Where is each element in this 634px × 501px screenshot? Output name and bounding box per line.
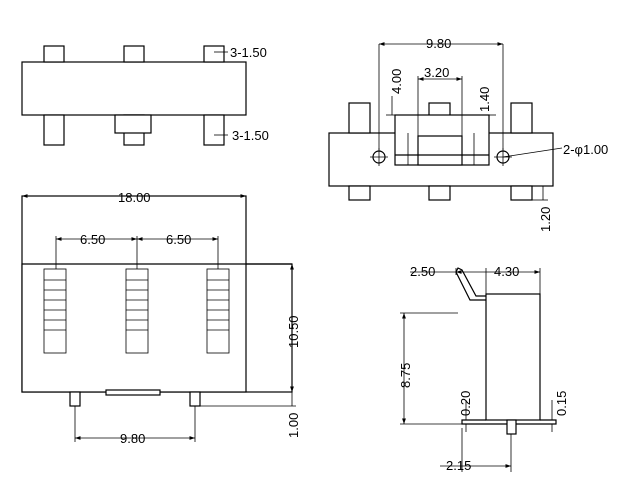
plan-foot-label: 1.00 bbox=[286, 413, 301, 438]
plan-pinspan-label: 9.80 bbox=[120, 431, 145, 446]
front-width-label: 9.80 bbox=[426, 36, 451, 51]
side-height-label: 8.75 bbox=[398, 363, 413, 388]
side-width-label: 4.30 bbox=[494, 264, 519, 279]
plan-width-label: 18.00 bbox=[118, 190, 151, 205]
front-view: 9.80 3.20 4.00 1.40 2-φ1.00 1.20 bbox=[328, 36, 608, 232]
front-step-label: 1.40 bbox=[477, 87, 492, 112]
bottom-pin-1 bbox=[43, 114, 65, 146]
front-slot-label: 3.20 bbox=[424, 65, 449, 80]
bottom-pin-3 bbox=[203, 114, 225, 146]
front-height-label: 4.00 bbox=[389, 69, 404, 94]
side-view: 2.50 4.30 8.75 0.20 0.15 2.15 bbox=[398, 264, 569, 473]
contact-1 bbox=[43, 268, 67, 354]
side-left-thick-label: 0.20 bbox=[458, 391, 473, 416]
top-pin-2 bbox=[123, 45, 145, 63]
plan-pitch-right-label: 6.50 bbox=[166, 232, 191, 247]
front-pinlen-label: 1.20 bbox=[538, 207, 553, 232]
bottom-pin-label: 3-1.50 bbox=[232, 128, 269, 143]
top-view: 3-1.50 3-1.50 bbox=[21, 45, 269, 146]
side-offset-label: 2.50 bbox=[410, 264, 435, 279]
contact-2 bbox=[125, 268, 149, 354]
front-holes-label: 2-φ1.00 bbox=[563, 142, 608, 157]
top-view-body bbox=[21, 61, 247, 116]
plan-pitch-left-label: 6.50 bbox=[80, 232, 105, 247]
lever-tab bbox=[114, 114, 152, 134]
top-pin-1 bbox=[43, 45, 65, 63]
plan-height-label: 10.50 bbox=[286, 315, 301, 348]
top-pin-label: 3-1.50 bbox=[230, 45, 267, 60]
contact-3 bbox=[206, 268, 230, 354]
side-pinpos-label: 2.15 bbox=[446, 458, 471, 473]
top-pin-3 bbox=[203, 45, 225, 63]
side-right-thick-label: 0.15 bbox=[554, 391, 569, 416]
spring-contact bbox=[455, 267, 486, 301]
side-view-body bbox=[485, 293, 541, 421]
plan-view: 18.00 6.50 6.50 10.50 1.00 9.80 bbox=[21, 190, 301, 446]
